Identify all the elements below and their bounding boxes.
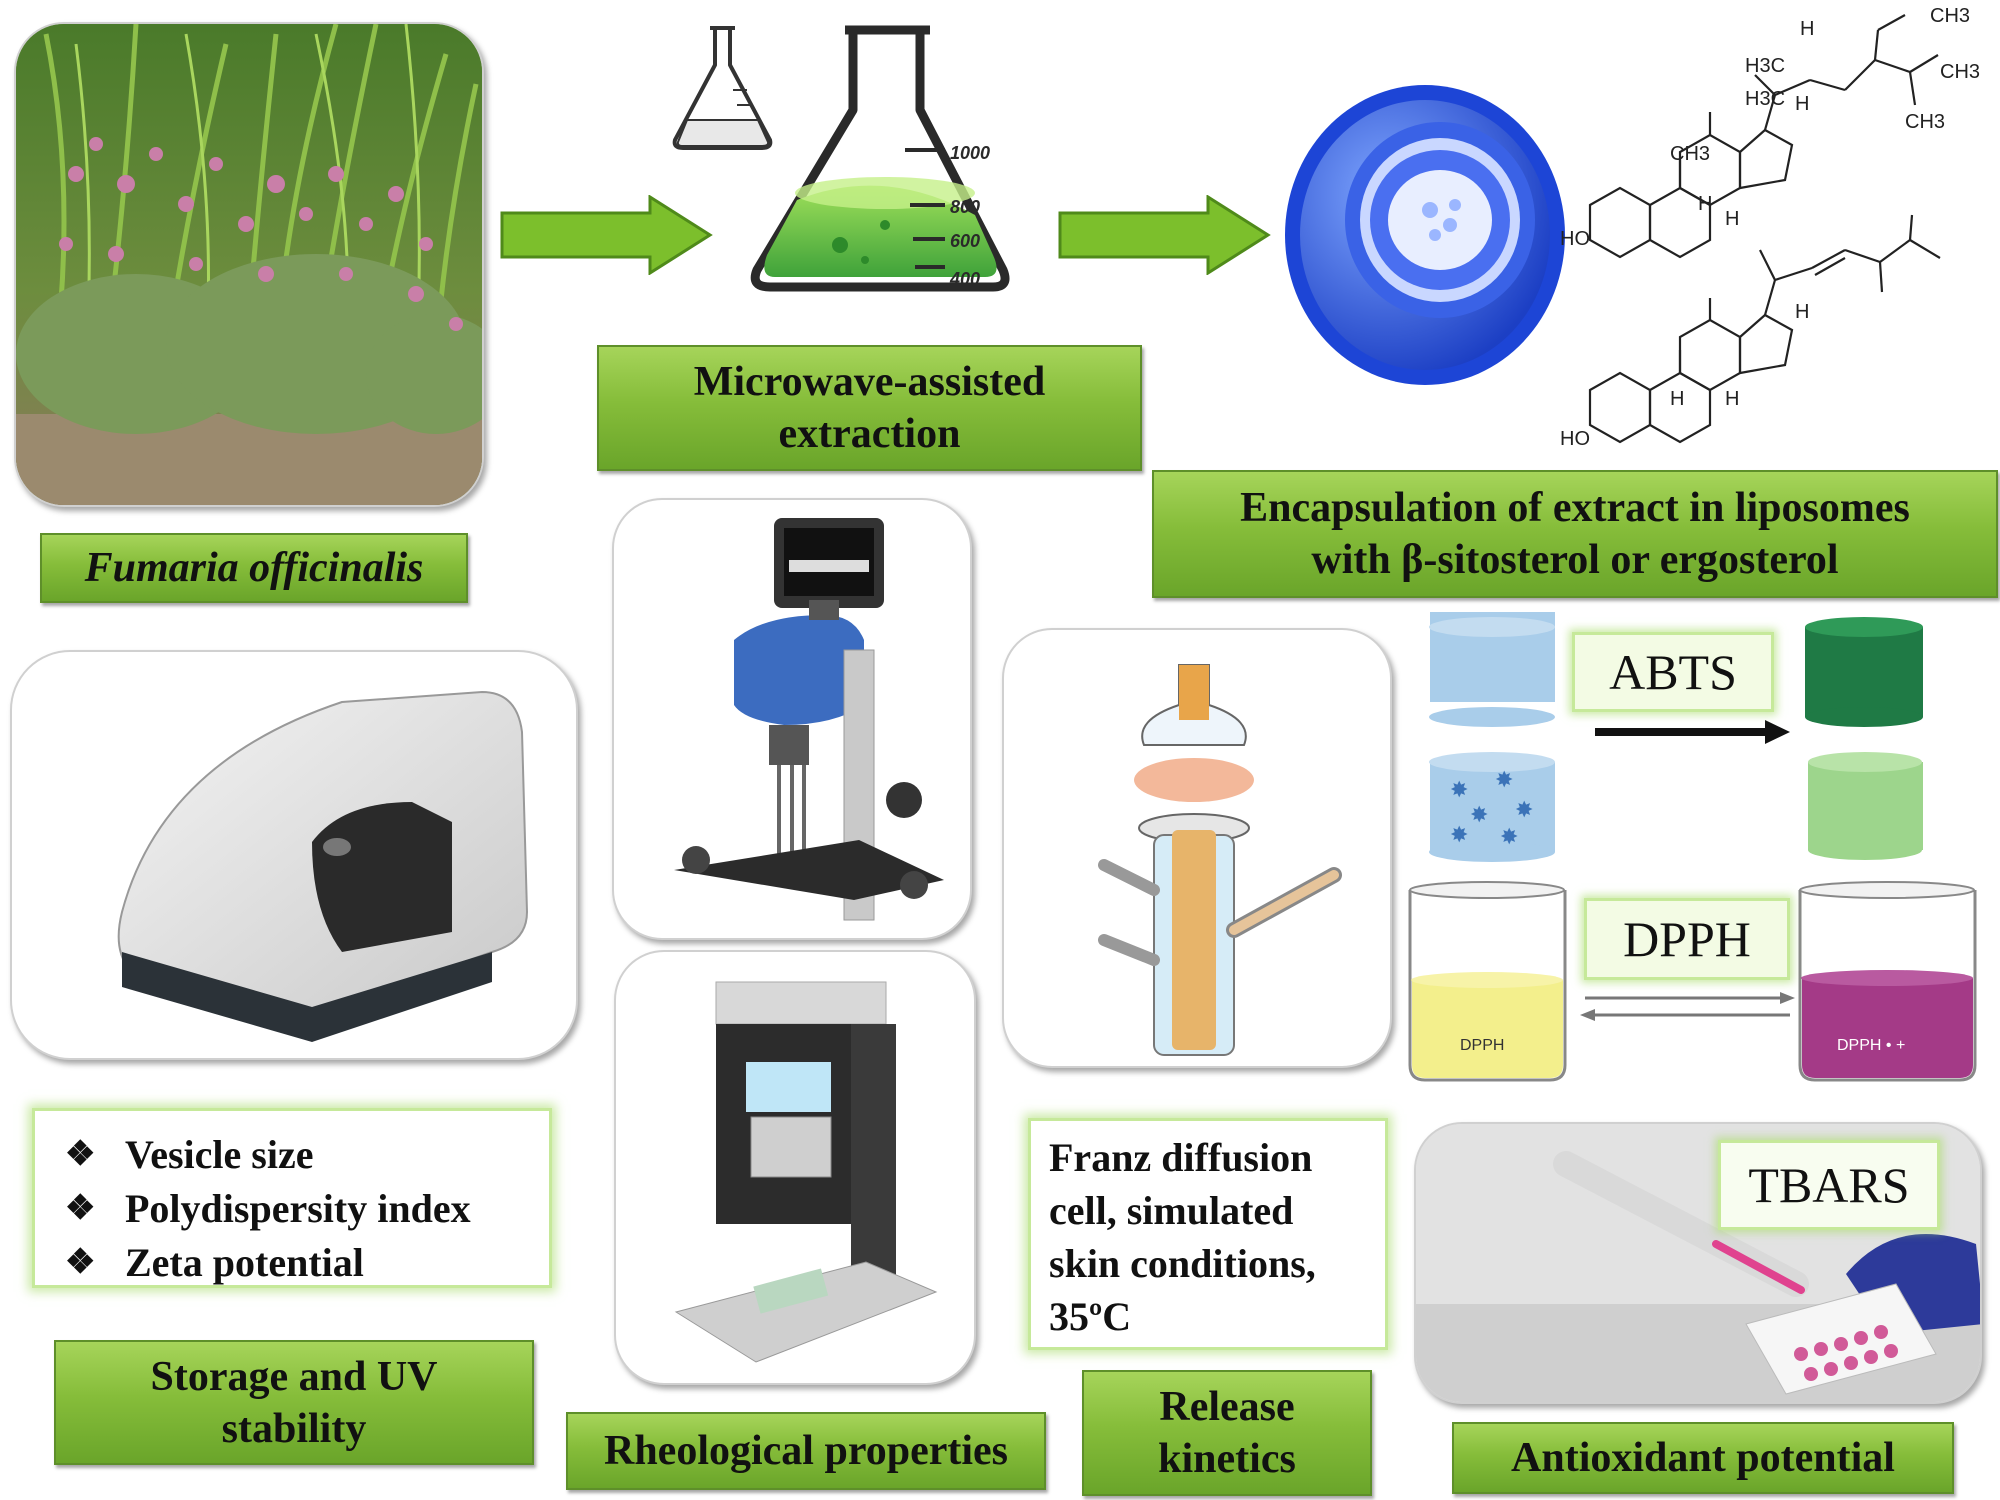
svg-text:✸: ✸ [1515,797,1533,822]
sterol-structures-icon: CH3 CH3 CH3 CH3 H3C H3C HO HO H H H H H … [1560,5,1980,450]
chem-h-5: H [1725,388,1739,410]
release-label-line1: Release [1159,1384,1295,1430]
chem-ch3-top: CH3 [1930,5,1970,27]
dpph-assay-diagram: DPPH DPPH • + [1408,881,1977,1082]
flask-mark-400: 400 [949,269,980,289]
list-item: ❖ Polydispersity index [65,1181,549,1235]
extraction-label-line1: Microwave-assisted [693,359,1046,405]
dpph-right-beaker-label: DPPH • + [1837,1037,1905,1054]
tensiometer-panel [614,950,976,1385]
abts-label: ABTS [1572,632,1774,712]
antioxidant-label-text: Antioxidant potential [1511,1435,1895,1481]
rheometer-panel [612,498,972,940]
encapsulation-label-line1: Encapsulation of extract in liposomes [1240,485,1910,531]
chem-ch3-low: CH3 [1905,111,1945,133]
flask-mark-1000: 1000 [950,143,990,163]
encapsulation-label-line2: with β-sitosterol or ergosterol [1311,537,1839,583]
svg-text:✸: ✸ [1500,824,1518,849]
franz-line-3: skin conditions, [1049,1241,1316,1286]
plant-label: Fumaria officinalis [40,533,468,603]
dpph-left-beaker-label: DPPH [1460,1037,1504,1054]
zetasizer-panel [10,650,578,1060]
chem-h-4: H [1795,301,1809,323]
chem-h-2: H [1725,208,1739,230]
release-label-line2: kinetics [1158,1436,1296,1482]
tbars-label: TBARS [1718,1140,1940,1230]
chem-h-1: H [1795,93,1809,115]
svg-text:✸: ✸ [1470,802,1488,827]
franz-line-4: 35ºC [1049,1294,1132,1339]
list-item-label: Zeta potential [125,1239,364,1285]
storage-label-line2: stability [221,1405,367,1452]
flask-mark-800: 800 [950,197,980,217]
extraction-label: Microwave-assisted extraction [597,345,1142,471]
diamond-bullet-icon: ❖ [65,1244,96,1281]
tbars-label-text: TBARS [1748,1157,1910,1213]
chem-ch3-ring: CH3 [1670,143,1710,165]
abts-label-text: ABTS [1609,644,1737,700]
chem-ho-bottom: HO [1560,428,1590,450]
characterization-box: ❖ Vesicle size ❖ Polydispersity index ❖ Zet… [32,1108,552,1288]
list-item: ❖ Zeta potential [65,1235,549,1289]
fumaria-plant-image [16,24,482,505]
list-item: ❖ Vesicle size [65,1127,549,1181]
antioxidant-label: Antioxidant potential [1452,1422,1954,1494]
svg-text:✸: ✸ [1495,767,1513,792]
arrow-right-icon [500,195,713,275]
chem-h3c-2: H3C [1745,88,1785,110]
storage-label-line1: Storage and UV [150,1353,438,1400]
release-label: Release kinetics [1082,1370,1372,1496]
franz-line-2: cell, simulated [1049,1188,1294,1233]
plant-label-text: Fumaria officinalis [84,545,424,591]
pipette-plate-image [1416,1124,1980,1402]
storage-label: Storage and UV stability [54,1340,534,1465]
list-item-label: Vesicle size [125,1131,314,1177]
chem-h-3: H [1698,193,1712,215]
rheology-label: Rheological properties [566,1412,1046,1490]
rheology-label-text: Rheological properties [603,1428,1008,1474]
arrow-right-icon [1058,195,1271,275]
dpph-label: DPPH [1584,898,1790,980]
large-flask-icon: 1000 800 600 400 [750,25,1010,292]
tensiometer-image [674,981,938,1363]
rheometer-image [674,518,944,921]
dpph-label-text: DPPH [1623,911,1751,967]
flask-mark-600: 600 [950,231,980,251]
franz-cell-panel [1002,628,1392,1068]
extraction-label-line2: extraction [778,411,961,457]
diamond-bullet-icon: ❖ [65,1136,96,1173]
list-item-label: Polydispersity index [125,1185,471,1231]
small-flask-icon [672,26,773,150]
characterization-list: ❖ Vesicle size ❖ Polydispersity index ❖ Zet… [65,1127,549,1289]
chem-h-7: H [1800,18,1814,40]
chem-ho-top: HO [1560,228,1590,250]
abts-assay-diagram: ✸✸✸✸✸✸ [1429,612,1923,862]
tbars-photo-panel [1414,1122,1982,1404]
chem-h3c-1: H3C [1745,55,1785,77]
svg-text:✸: ✸ [1450,777,1468,802]
plant-photo [14,22,484,507]
diamond-bullet-icon: ❖ [65,1190,96,1227]
liposome-icon [1285,85,1565,385]
zetasizer-instrument-image [117,690,529,1042]
franz-description-box: Franz diffusion cell, simulated skin con… [1028,1118,1388,1350]
franz-line-1: Franz diffusion [1049,1135,1313,1180]
franz-cell-image [1098,664,1342,1056]
encapsulation-label: Encapsulation of extract in liposomes wi… [1152,470,1998,598]
chem-h-6: H [1670,388,1684,410]
chem-ch3-right: CH3 [1940,61,1980,83]
svg-text:✸: ✸ [1450,822,1468,847]
